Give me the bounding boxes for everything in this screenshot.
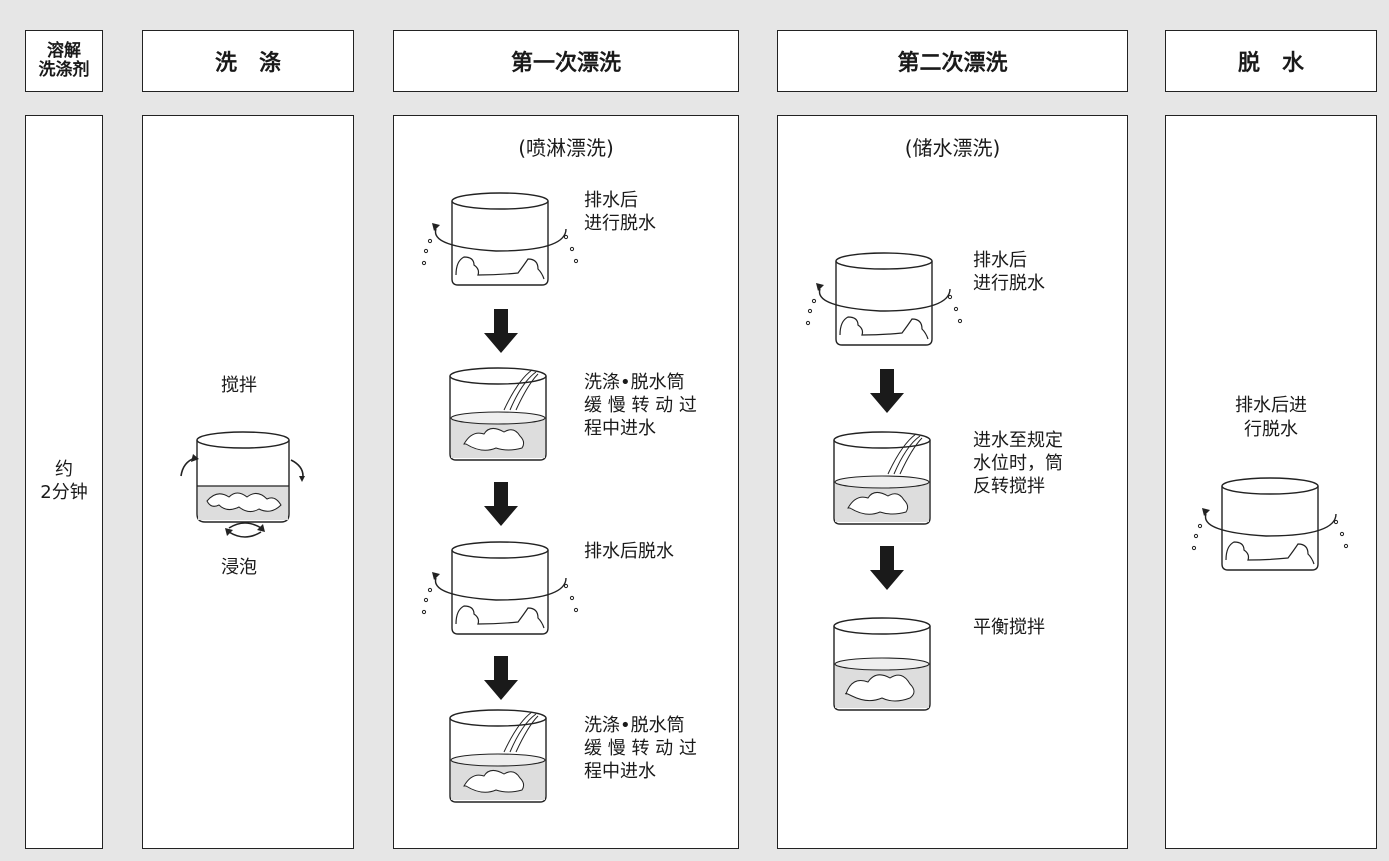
dissolve-line2: 2分钟 bbox=[40, 482, 88, 503]
spin-line2: 行脱水 bbox=[1244, 419, 1298, 440]
header-spin: 脱 水 bbox=[1165, 30, 1377, 92]
header-dissolve-line2: 洗涤剂 bbox=[38, 60, 90, 80]
rinse1-step2-line2: 缓 慢 转 动 过 bbox=[584, 395, 697, 416]
rinse1-step1-line2: 进行脱水 bbox=[584, 213, 656, 234]
rinse2-step1-line2: 进行脱水 bbox=[973, 273, 1045, 294]
second-rinse-subtitle: (储水漂洗) bbox=[904, 136, 1001, 160]
rinse1-step2-text: 洗涤•脱水筒 缓 慢 转 动 过 程中进水 bbox=[584, 371, 697, 440]
wash-stir-label: 搅拌 bbox=[221, 375, 257, 396]
rinse1-step3-text: 排水后脱水 bbox=[584, 540, 674, 563]
header-dissolve-line1: 溶解 bbox=[47, 41, 81, 61]
rinse1-step2-line1: 洗涤•脱水筒 bbox=[584, 372, 685, 393]
rinse2-step2-text: 进水至规定 水位时，筒 反转搅拌 bbox=[973, 429, 1063, 498]
column-dissolve: 约 2分钟 bbox=[25, 115, 103, 849]
column-spin: 排水后进 行脱水 bbox=[1165, 115, 1377, 849]
first-rinse-subtitle: (喷淋漂洗) bbox=[518, 136, 614, 160]
dissolve-line1: 约 bbox=[55, 459, 73, 480]
rinse2-fill-tub-illustration bbox=[833, 431, 931, 525]
down-arrow-icon bbox=[870, 369, 904, 413]
rinse2-step1-text: 排水后 进行脱水 bbox=[973, 249, 1045, 295]
rinse2-step3-text: 平衡搅拌 bbox=[973, 616, 1045, 639]
rinse1-step4-line2: 缓 慢 转 动 过 bbox=[584, 738, 697, 759]
header-second-rinse: 第二次漂洗 bbox=[777, 30, 1128, 92]
rinse1-spin-tub-illustration-2 bbox=[421, 541, 579, 635]
spin-line1: 排水后进 bbox=[1235, 395, 1307, 416]
down-arrow-icon bbox=[484, 309, 518, 353]
wash-soak-label: 浸泡 bbox=[221, 557, 257, 578]
down-arrow-icon bbox=[870, 546, 904, 590]
column-first-rinse: (喷淋漂洗) 排水后 进行脱水 洗涤•脱水筒 缓 慢 转 动 过 程中进水 bbox=[393, 115, 739, 849]
column-wash: 搅拌 浸泡 bbox=[142, 115, 354, 849]
header-wash: 洗 涤 bbox=[142, 30, 354, 92]
rinse2-step2-line3: 反转搅拌 bbox=[973, 476, 1045, 497]
rinse1-step1-line1: 排水后 bbox=[584, 190, 638, 211]
spin-tub-illustration bbox=[1191, 477, 1349, 571]
rinse1-step4-line3: 程中进水 bbox=[584, 761, 656, 782]
rinse1-step4-line1: 洗涤•脱水筒 bbox=[584, 715, 685, 736]
rinse1-step2-line3: 程中进水 bbox=[584, 418, 656, 439]
dissolve-time-text: 约 2分钟 bbox=[26, 458, 102, 504]
rinse1-spin-tub-illustration bbox=[421, 192, 579, 286]
rinse2-step1-line1: 排水后 bbox=[973, 250, 1027, 271]
rinse1-fill-tub-illustration bbox=[449, 367, 547, 461]
rinse2-step2-line1: 进水至规定 bbox=[973, 430, 1063, 451]
header-dissolve-detergent: 溶解 洗涤剂 bbox=[25, 30, 103, 92]
down-arrow-icon bbox=[484, 656, 518, 700]
rinse1-fill-tub-illustration-2 bbox=[449, 709, 547, 803]
rinse2-spin-tub-illustration bbox=[805, 252, 963, 346]
rinse1-step1-text: 排水后 进行脱水 bbox=[584, 189, 656, 235]
wash-tub-illustration bbox=[180, 431, 305, 523]
spin-text: 排水后进 行脱水 bbox=[1166, 394, 1376, 442]
header-first-rinse: 第一次漂洗 bbox=[393, 30, 739, 92]
rinse2-step3-line1: 平衡搅拌 bbox=[973, 617, 1045, 638]
down-arrow-icon bbox=[484, 482, 518, 526]
rinse1-step3-line1: 排水后脱水 bbox=[584, 541, 674, 562]
column-second-rinse: (储水漂洗) 排水后 进行脱水 进水至规定 水位时，筒 反转搅拌 平衡搅拌 bbox=[777, 115, 1128, 849]
soak-rotate-icon bbox=[225, 522, 265, 538]
rinse1-step4-text: 洗涤•脱水筒 缓 慢 转 动 过 程中进水 bbox=[584, 714, 697, 783]
rinse2-step2-line2: 水位时，筒 bbox=[973, 453, 1063, 474]
rinse2-balance-tub-illustration bbox=[833, 617, 931, 711]
